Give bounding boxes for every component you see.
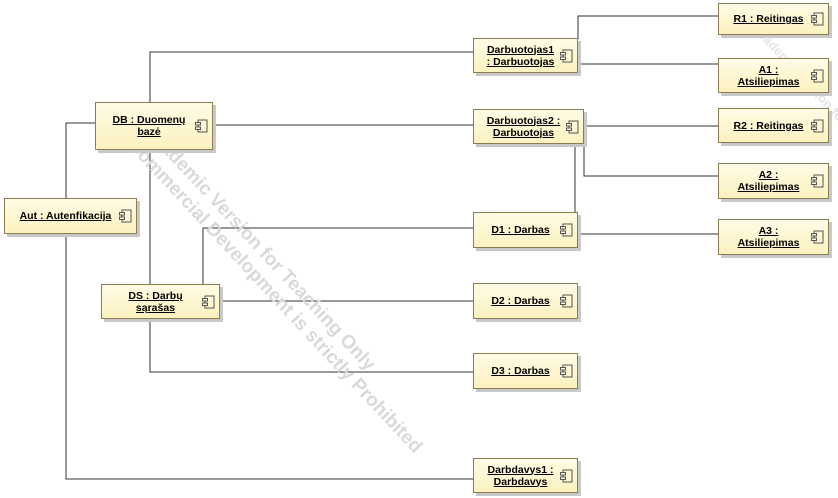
node-aut[interactable]: Aut : Autenfikacija (4, 198, 137, 234)
component-icon (811, 230, 824, 244)
node-d3[interactable]: D3 : Darbas (473, 353, 578, 389)
node-a1[interactable]: A1 : Atsiliepimas (718, 58, 829, 93)
node-d1[interactable]: D1 : Darbas (473, 212, 578, 248)
node-a2[interactable]: A2 : Atsiliepimas (718, 163, 829, 199)
component-icon (119, 209, 132, 223)
link-aut-darbdavys1 (65, 234, 473, 480)
node-label: Darbdavys1 : Darbdavys (487, 463, 554, 488)
node-label: D1 : Darbas (491, 224, 550, 236)
component-icon (202, 295, 215, 308)
node-r2[interactable]: R2 : Reitingas (718, 108, 829, 143)
node-ds[interactable]: DS : Darbų sąrašas (101, 284, 220, 319)
node-label: D3 : Darbas (491, 365, 550, 377)
node-darbuotojas2[interactable]: Darbuotojas2 : Darbuotojas (473, 109, 584, 144)
node-d2[interactable]: D2 : Darbas (473, 283, 578, 319)
node-label: Aut : Autenfikacija (19, 210, 112, 222)
component-icon (811, 174, 824, 188)
link-darbuotojas2-a2 (583, 140, 718, 177)
node-darbdavys1[interactable]: Darbdavys1 : Darbdavys (473, 458, 578, 493)
link-aut-db (65, 122, 96, 202)
component-icon (560, 469, 573, 482)
node-r1[interactable]: R1 : Reitingas (718, 3, 829, 35)
node-label: Darbuotojas2 : Darbuotojas (486, 114, 561, 139)
link-ds-d3 (149, 318, 473, 373)
link-darbuotojas1-r1 (577, 15, 718, 39)
component-icon (811, 69, 824, 82)
node-darbuotojas1[interactable]: Darbuotojas1 : Darbuotojas (473, 38, 578, 73)
node-a3[interactable]: A3 : Atsiliepimas (718, 219, 829, 255)
node-label: D2 : Darbas (491, 295, 550, 307)
link-ds-d1 (202, 227, 473, 285)
component-icon (195, 119, 208, 133)
component-icon (560, 223, 573, 237)
node-label: R1 : Reitingas (733, 13, 804, 25)
link-darbuotojas2-a3 (574, 143, 718, 235)
node-label: A2 : Atsiliepimas (737, 169, 800, 193)
component-icon (560, 364, 573, 378)
node-label: DB : Duomenų bazė (112, 114, 186, 138)
node-db[interactable]: DB : Duomenų bazė (95, 102, 213, 150)
link-db-darbuotojas1 (149, 51, 473, 104)
node-label: A1 : Atsiliepimas (737, 63, 800, 88)
component-icon (566, 120, 579, 133)
node-label: DS : Darbų sąrašas (128, 289, 183, 314)
node-label: Darbuotojas1 : Darbuotojas (486, 43, 555, 68)
node-label: R2 : Reitingas (733, 119, 804, 132)
node-label: A3 : Atsiliepimas (737, 225, 800, 249)
component-icon (811, 119, 824, 132)
component-icon (560, 49, 573, 62)
component-icon (560, 294, 573, 308)
component-icon (811, 12, 824, 26)
